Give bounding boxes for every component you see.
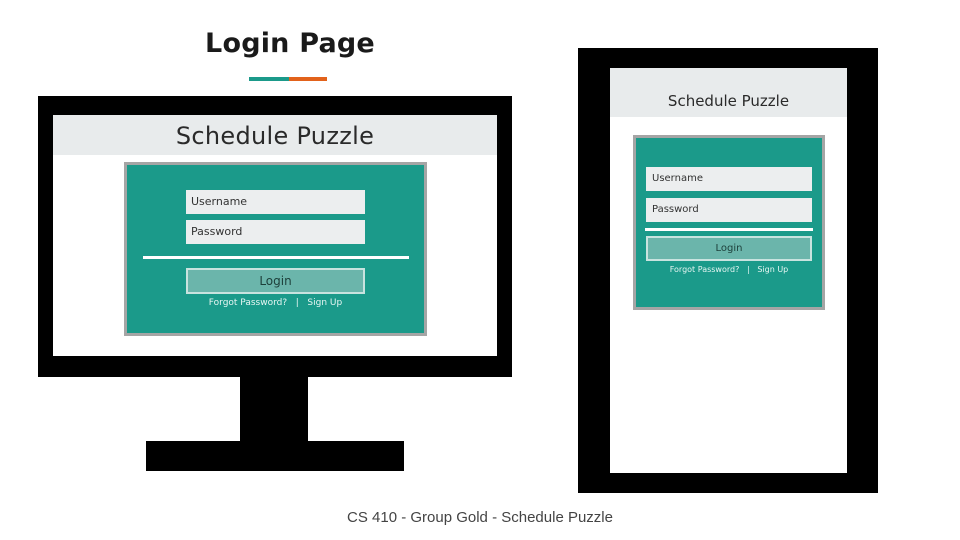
mobile-login-button[interactable]: Login (646, 236, 812, 261)
desktop-sign-up-link[interactable]: Sign Up (307, 298, 343, 308)
desktop-forgot-password-link[interactable]: Forgot Password? (208, 298, 288, 308)
slide-footer: CS 410 - Group Gold - Schedule Puzzle (347, 509, 613, 526)
desktop-screen: Schedule Puzzle Username Password Login … (53, 115, 497, 356)
slide-title: Login Page (205, 28, 375, 59)
mobile-divider (645, 228, 813, 231)
desktop-username-field[interactable]: Username (186, 190, 365, 214)
monitor-stand-neck (240, 377, 308, 441)
mobile-screen: Schedule Puzzle Username Password Login … (610, 68, 847, 473)
mobile-login-card: Username Password Login Forgot Password?… (633, 135, 825, 310)
desktop-password-field[interactable]: Password (186, 220, 365, 244)
mobile-forgot-password-link[interactable]: Forgot Password? (669, 265, 740, 274)
desktop-login-card: Username Password Login Forgot Password?… (124, 162, 427, 336)
mobile-app-title: Schedule Puzzle (610, 68, 847, 117)
desktop-app-title: Schedule Puzzle (53, 115, 497, 155)
title-underline-orange (289, 77, 327, 81)
mobile-auth-links: Forgot Password? | Sign Up (646, 265, 812, 274)
mobile-password-field[interactable]: Password (646, 198, 812, 222)
desktop-link-separator: | (295, 298, 299, 308)
desktop-login-button[interactable]: Login (186, 268, 365, 294)
monitor-stand-base (146, 441, 404, 471)
desktop-auth-links: Forgot Password? | Sign Up (186, 298, 365, 308)
title-underline-teal (249, 77, 289, 81)
mobile-sign-up-link[interactable]: Sign Up (757, 265, 789, 274)
mobile-username-field[interactable]: Username (646, 167, 812, 191)
mobile-link-separator: | (746, 265, 750, 274)
desktop-divider (143, 256, 409, 259)
